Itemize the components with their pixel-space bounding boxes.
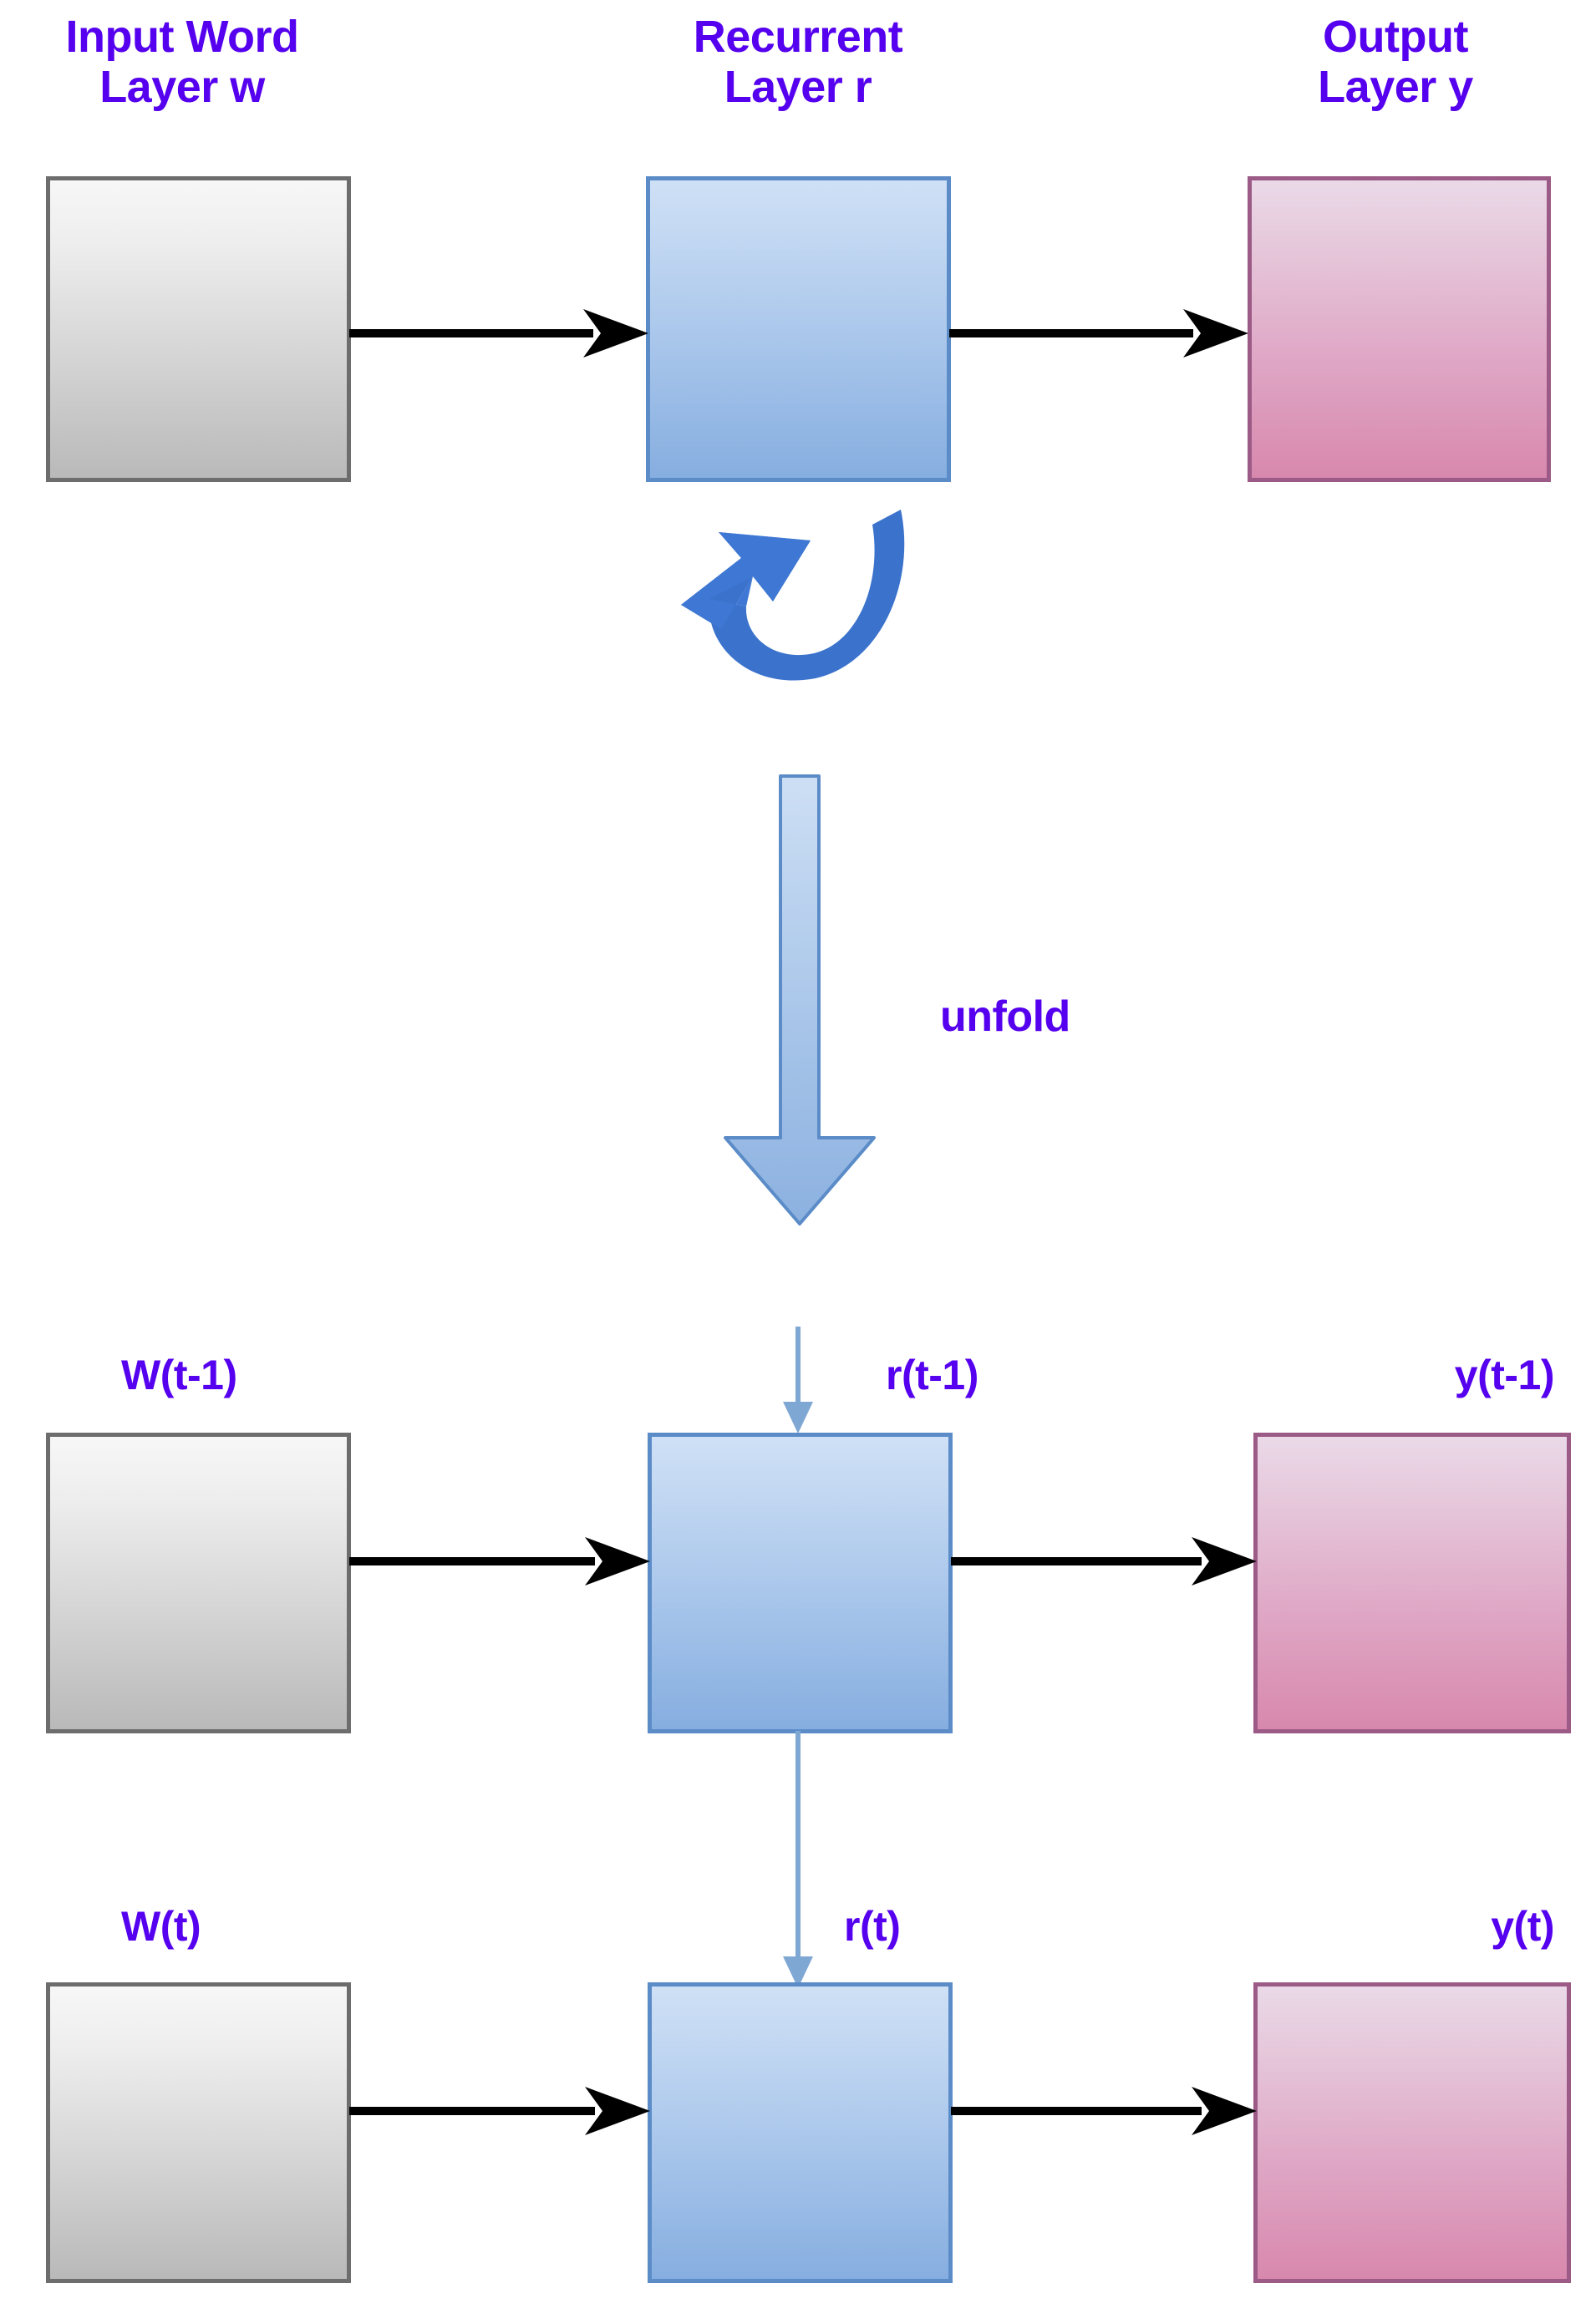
arrow-input-to-recurrent-t-minus-1 — [349, 1535, 652, 1587]
output-layer-title: Output Layer y — [1318, 12, 1473, 113]
output-layer-box[interactable] — [1248, 176, 1551, 482]
recurrent-layer-box[interactable] — [646, 176, 951, 482]
input-label-t-minus-1: W(t-1) — [121, 1352, 237, 1398]
arrow-recurrent-to-output-t-minus-1 — [951, 1535, 1258, 1587]
input-box-t-minus-1[interactable] — [46, 1433, 351, 1733]
unfold-down-arrow — [720, 773, 879, 1228]
output-box-t-minus-1[interactable] — [1253, 1433, 1571, 1733]
state-connector-t-minus-1-to-t — [777, 1731, 819, 1990]
state-connector-into-t-minus-1 — [777, 1327, 819, 1435]
output-label-t-minus-1: y(t-1) — [1454, 1352, 1555, 1398]
recurrent-label-t: r(t) — [844, 1903, 901, 1950]
recurrent-label-t-minus-1: r(t-1) — [886, 1352, 978, 1398]
arrow-recurrent-to-output-t — [951, 2085, 1258, 2137]
recurrence-self-loop-arrow — [673, 495, 915, 687]
unfold-label: unfold — [940, 992, 1070, 1041]
recurrent-box-t[interactable] — [648, 1982, 953, 2283]
arrow-input-to-recurrent-t — [349, 2085, 652, 2137]
output-box-t[interactable] — [1253, 1982, 1571, 2283]
input-box-t[interactable] — [46, 1982, 351, 2283]
input-word-layer-box[interactable] — [46, 176, 351, 482]
output-label-t: y(t) — [1491, 1903, 1554, 1950]
arrow-recurrent-to-output — [949, 307, 1250, 359]
recurrent-box-t-minus-1[interactable] — [648, 1433, 953, 1733]
input-layer-title: Input Word Layer w — [65, 12, 299, 113]
arrow-input-to-recurrent — [349, 307, 650, 359]
recurrent-layer-title: Recurrent Layer r — [693, 12, 903, 113]
input-label-t: W(t) — [121, 1903, 201, 1950]
